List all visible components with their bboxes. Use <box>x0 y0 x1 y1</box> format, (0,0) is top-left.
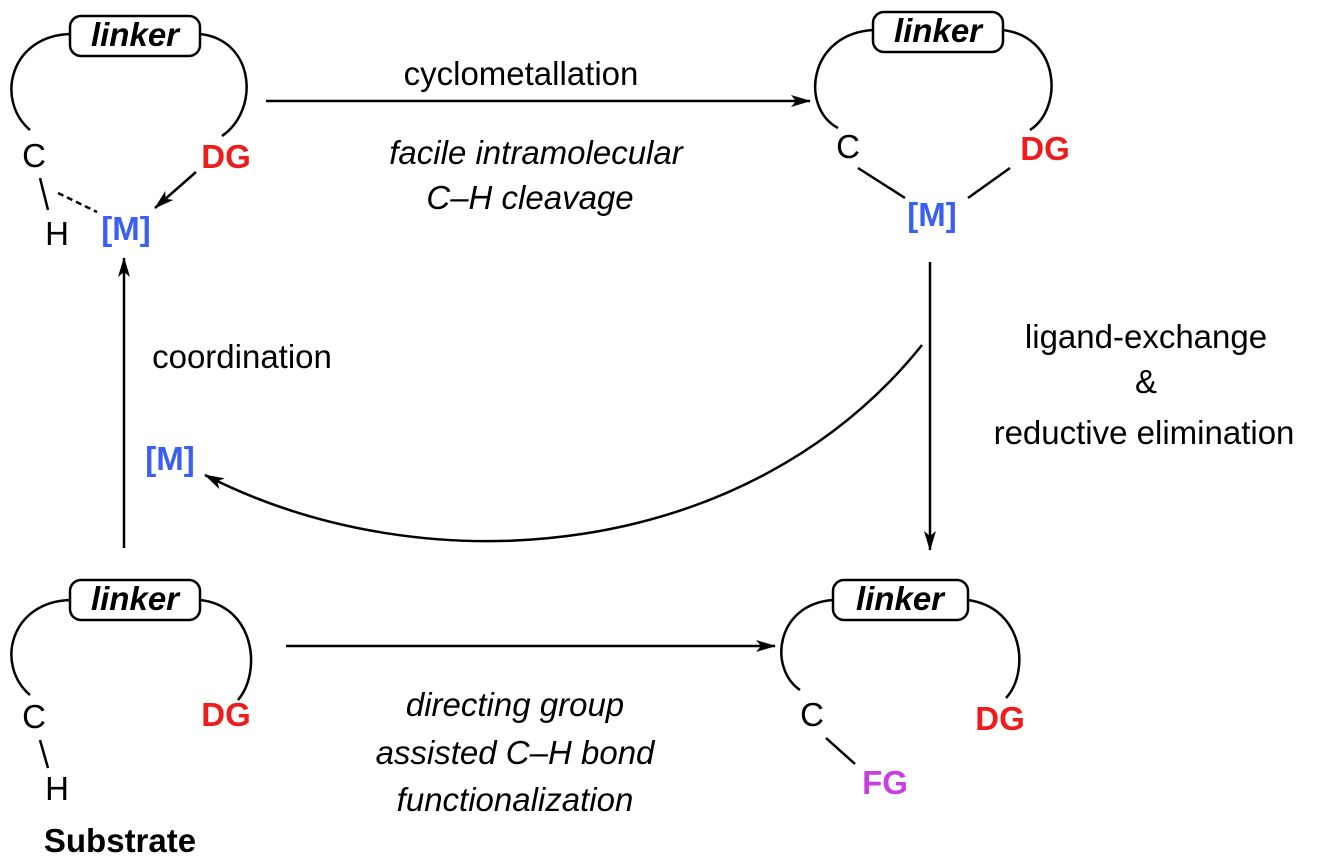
metal-label: [M] <box>907 196 956 233</box>
ligand-exchange-label-line3: reductive elimination <box>994 414 1295 451</box>
linker-label: linker <box>91 580 181 617</box>
metal-release-arrow <box>204 344 923 543</box>
ring-bond <box>199 32 248 138</box>
agostic-interaction <box>57 191 98 214</box>
coordination-arrow <box>154 171 197 209</box>
ring-bond <box>814 28 874 130</box>
directing-label-line3: functionalization <box>397 781 634 818</box>
ring-bond <box>10 598 71 696</box>
hydrogen-atom: H <box>45 215 69 252</box>
ligand-exchange-label-line2: & <box>1135 363 1157 400</box>
ring-bond <box>967 598 1021 699</box>
molecule-substrate: linker C H DG Substrate <box>10 578 253 859</box>
linker-box <box>68 14 202 58</box>
carbon-atom: C <box>22 137 46 174</box>
c-metal-bond <box>857 166 906 200</box>
carbon-atom: C <box>836 128 860 165</box>
linker-label: linker <box>91 16 181 53</box>
coordination-label: coordination <box>152 338 332 375</box>
ligand-exchange-label-line1: ligand-exchange <box>1025 318 1267 355</box>
directing-group-label: DG <box>975 700 1025 737</box>
facile-label-line1: facile intramolecular <box>389 134 684 171</box>
directing-group-label: DG <box>201 696 251 733</box>
functional-group-label: FG <box>862 764 908 801</box>
carbon-atom: C <box>800 696 824 733</box>
linker-label: linker <box>856 580 946 617</box>
ring-bond <box>1001 28 1053 132</box>
directing-label-line2: assisted C–H bond <box>376 734 656 771</box>
directing-group-label: DG <box>201 138 251 175</box>
c-fg-bond <box>825 737 856 765</box>
hydrogen-atom: H <box>45 770 69 807</box>
linker-box <box>68 578 202 622</box>
directing-label-line1: directing group <box>406 686 624 723</box>
c-h-bond <box>38 177 50 211</box>
carbon-atom: C <box>22 698 46 735</box>
molecule-top-right: linker C DG [M] <box>814 10 1070 233</box>
linker-box <box>831 578 970 622</box>
molecule-top-left: linker C H DG [M] <box>10 14 251 252</box>
metal-label: [M] <box>101 210 150 247</box>
ring-bond <box>10 32 71 131</box>
released-metal-label: [M] <box>145 440 194 477</box>
ring-bond <box>780 598 834 692</box>
linker-box <box>871 10 1005 54</box>
facile-label-line2: C–H cleavage <box>426 179 633 216</box>
c-h-bond <box>38 739 50 769</box>
ring-bond <box>199 598 253 701</box>
directing-group-label: DG <box>1020 130 1070 167</box>
substrate-caption: Substrate <box>44 822 196 859</box>
cyclometallation-label: cyclometallation <box>404 55 639 92</box>
molecule-product: linker C FG DG <box>780 578 1025 801</box>
linker-label: linker <box>894 12 984 49</box>
dg-metal-bond <box>967 166 1011 200</box>
